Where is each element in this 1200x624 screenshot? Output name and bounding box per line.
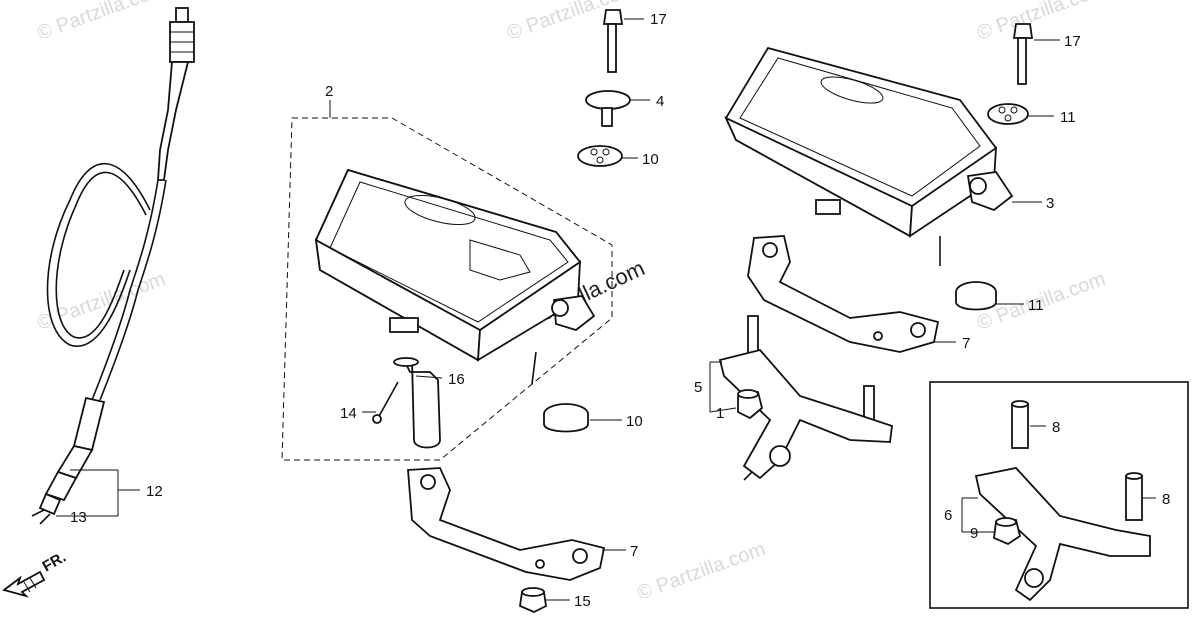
callout-3: 3 [1046, 195, 1054, 212]
direction-label: FR. [40, 549, 69, 576]
grommet-11-upper [987, 103, 1029, 125]
watermark: © Partzilla.com [974, 0, 1108, 45]
callout-7: 7 [962, 335, 970, 352]
collar-8-lower [1125, 472, 1143, 521]
callout-16: 16 [448, 371, 465, 388]
nut-1 [737, 389, 764, 420]
callout-1: 1 [716, 405, 724, 422]
grommet-10-upper [577, 145, 623, 167]
nut-9 [993, 517, 1022, 546]
collar-4 [585, 90, 631, 127]
callout-11: 11 [1060, 109, 1076, 126]
screw-14 [372, 381, 399, 424]
meter-lamp-socket-16 [393, 357, 441, 449]
collar-8-upper [1011, 400, 1029, 449]
callout-17: 17 [1064, 33, 1081, 50]
leader-lines [56, 18, 1156, 601]
bracket-7-upper [747, 235, 940, 353]
meter-assembly-3 [724, 46, 1014, 266]
callout-7: 7 [630, 543, 638, 560]
callout-14: 14 [340, 405, 357, 422]
callout-12: 12 [146, 483, 163, 500]
assembly-outline [281, 117, 613, 461]
callout-4: 4 [656, 93, 664, 110]
callouts: 2 17 4 10 17 11 3 11 7 10 7 15 16 14 12 … [70, 11, 1170, 610]
nut-15 [519, 587, 547, 613]
callout-13: 13 [70, 509, 87, 526]
bolt-17-upper [602, 9, 624, 73]
watermark: © Partzilla.com [634, 538, 768, 605]
grommet-10-lower [543, 403, 589, 433]
callout-9: 9 [970, 525, 978, 542]
meter-bracket-6 [974, 467, 1151, 602]
watermark: © Partzilla.com [34, 268, 168, 335]
grommet-11-lower [955, 281, 997, 311]
callout-2: 2 [325, 83, 333, 100]
bolt-17-right [1012, 23, 1034, 85]
callout-10: 10 [626, 413, 643, 430]
callout-11: 11 [1028, 297, 1044, 314]
meter-assembly-2 [314, 168, 596, 385]
callout-6: 6 [944, 507, 952, 524]
callout-15: 15 [574, 593, 591, 610]
callout-8: 8 [1162, 491, 1170, 508]
meter-bracket-5 [718, 315, 893, 481]
callout-5: 5 [694, 379, 702, 396]
callout-10: 10 [642, 151, 659, 168]
bracket-7-lower [407, 467, 606, 581]
front-direction-arrow: FR. [1, 549, 69, 598]
callout-8: 8 [1052, 419, 1060, 436]
speedometer-cable [31, 7, 195, 525]
inset-frame [929, 381, 1189, 609]
watermark: © Partzilla.com [34, 0, 168, 45]
callout-17: 17 [650, 11, 667, 28]
